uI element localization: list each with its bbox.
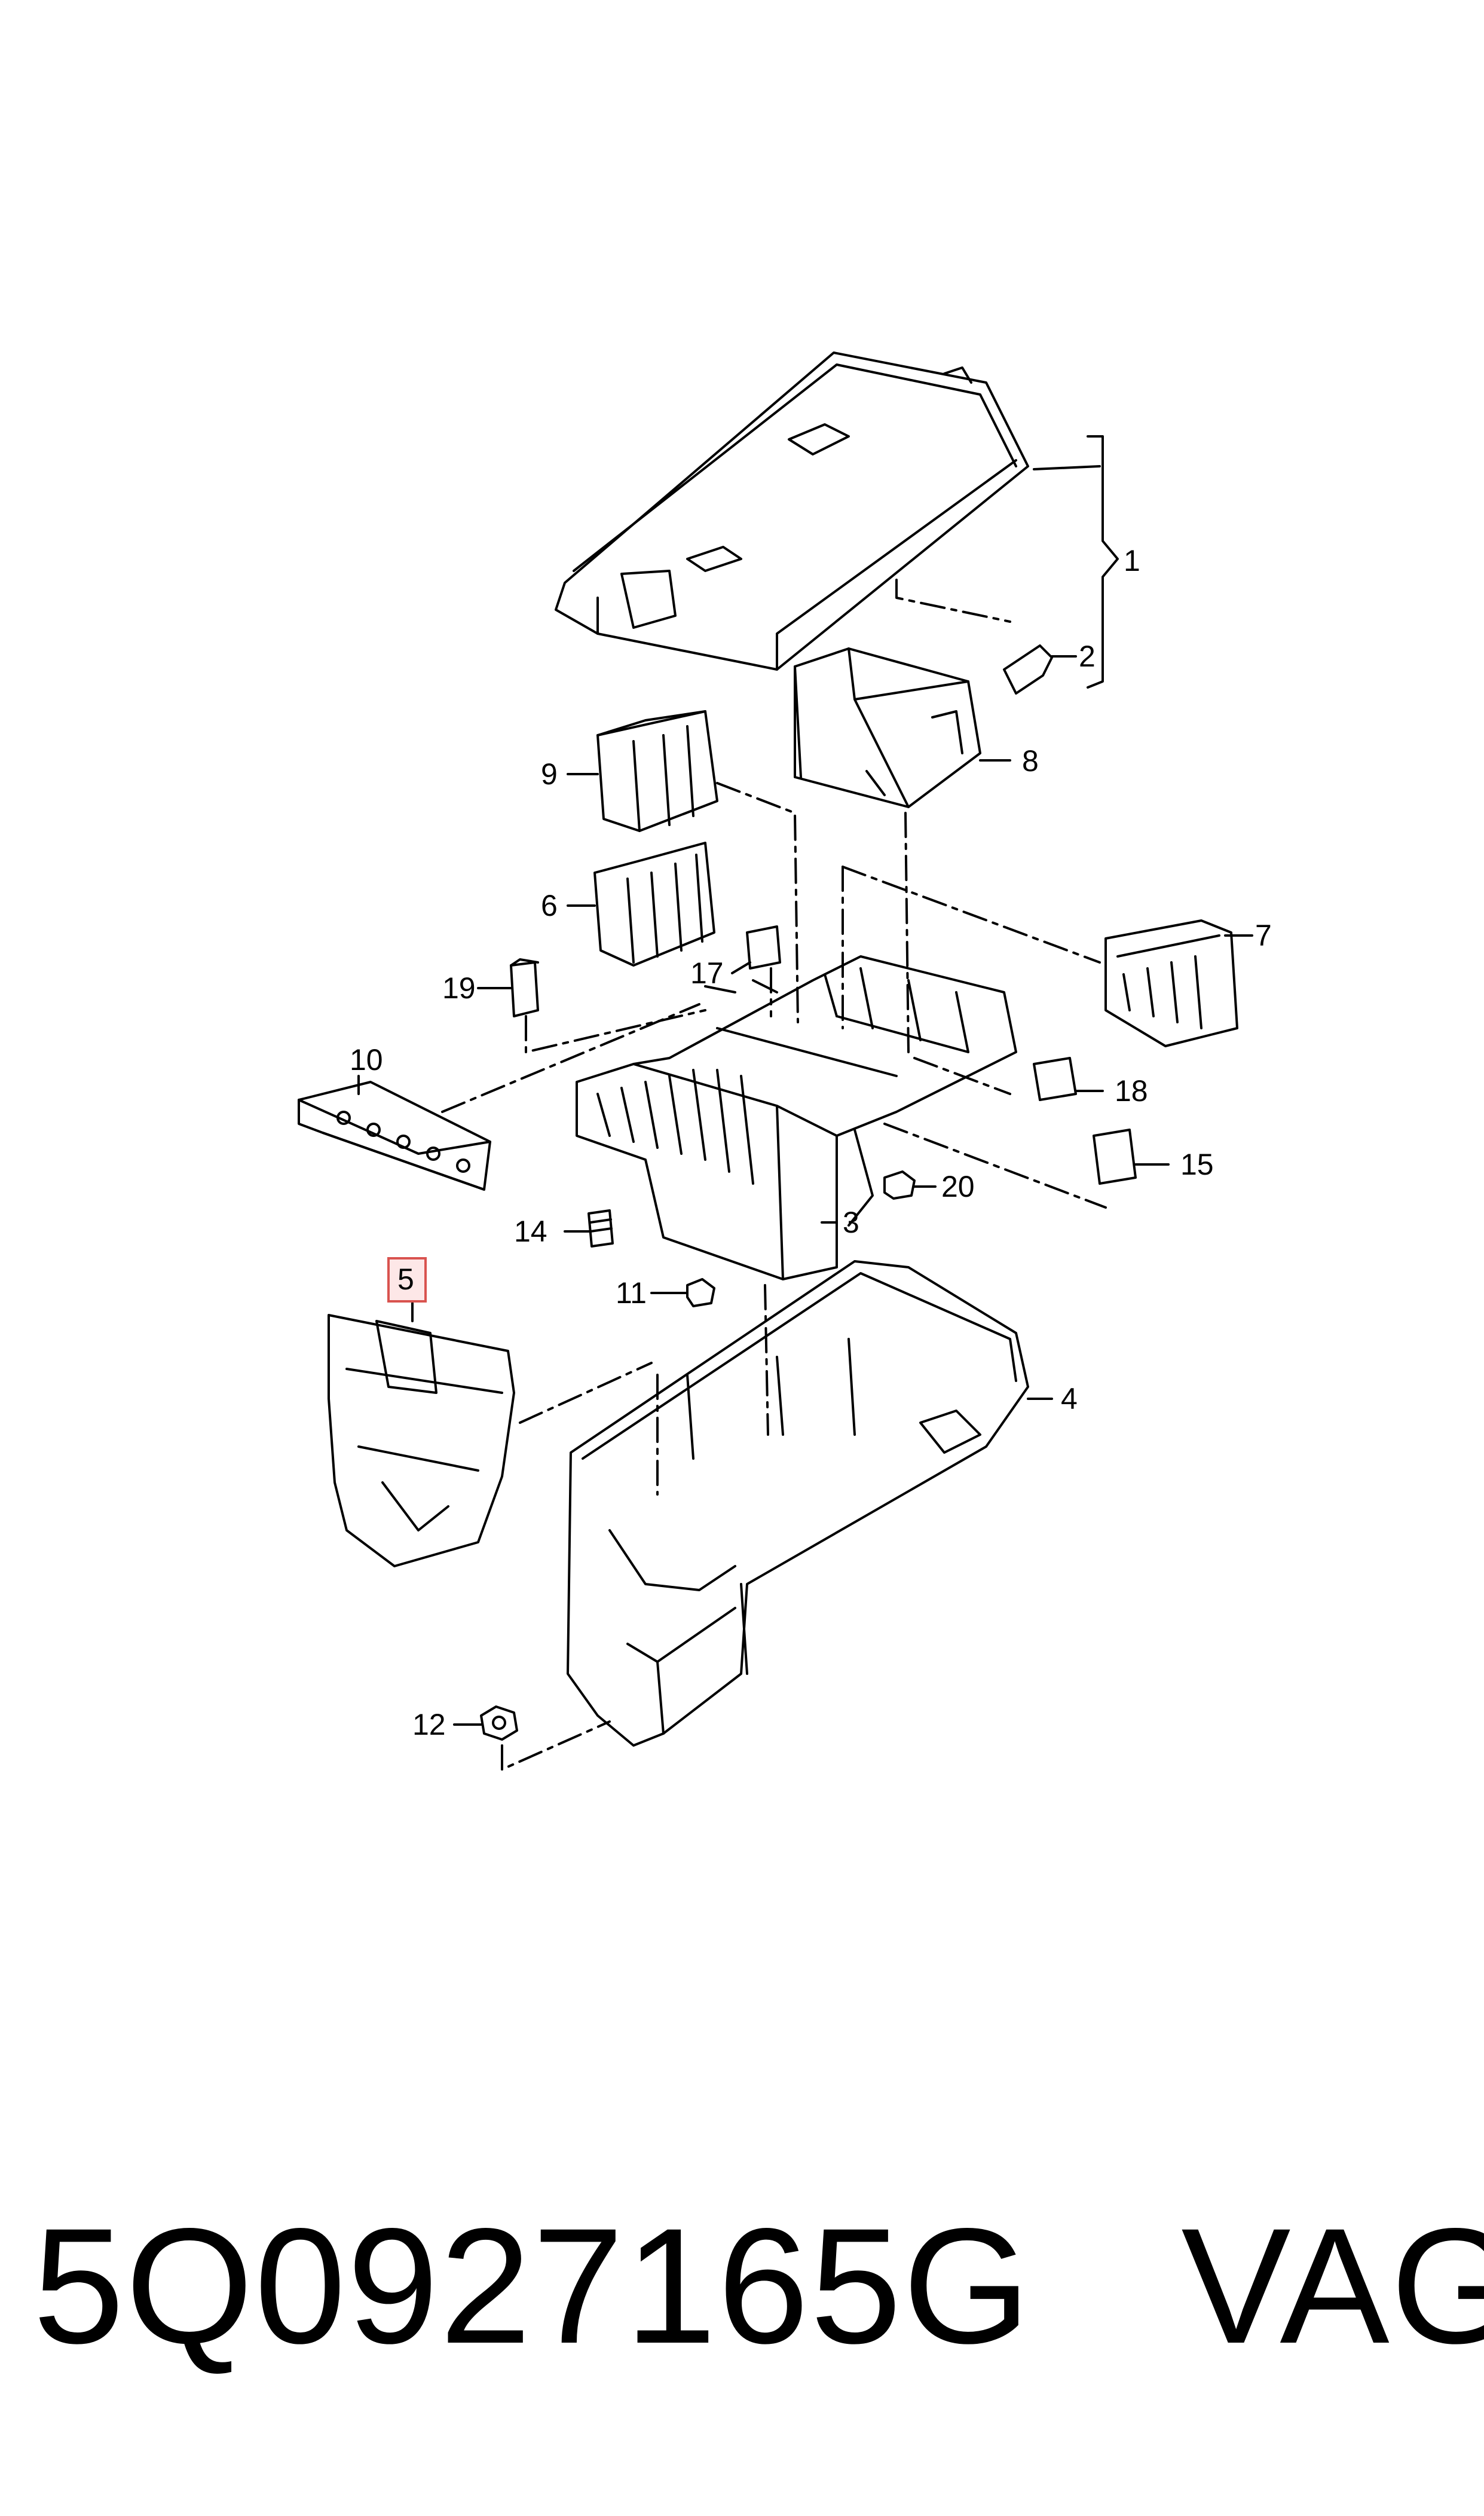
part-14-stud — [588, 1209, 614, 1248]
part-1-cover — [555, 351, 1029, 671]
callout-10: 10 — [350, 1043, 383, 1077]
part-8-relay-carrier — [794, 647, 981, 808]
part-17-fuse — [746, 925, 781, 970]
part-11-nut — [686, 1278, 715, 1307]
callout-3: 3 — [843, 1206, 859, 1239]
part-3-fuse-carrier — [576, 955, 1017, 1280]
callout-4: 4 — [1061, 1382, 1078, 1416]
part-number: 5Q0927165G — [33, 2194, 1032, 2378]
callout-17: 17 — [690, 956, 724, 990]
part-10-fuse-strip — [298, 1081, 491, 1191]
callout-18: 18 — [1115, 1074, 1148, 1108]
part-18-fuse — [1033, 1057, 1077, 1101]
callout-5: 5 — [397, 1262, 414, 1296]
part-19-relay — [510, 958, 539, 1017]
callout-5-highlight — [387, 1257, 427, 1303]
callout-20: 20 — [941, 1170, 975, 1203]
part-12-nut — [480, 1705, 518, 1741]
callout-19: 19 — [442, 971, 476, 1005]
assembly-lines — [656, 782, 1101, 1496]
callout-1: 1 — [1124, 544, 1140, 577]
leader-lines — [357, 655, 1253, 1726]
callout-12: 12 — [412, 1708, 446, 1741]
callout-7: 7 — [1255, 919, 1272, 952]
brand-name: VAG — [1181, 2194, 1484, 2378]
part-20-nut — [883, 1170, 916, 1200]
callout-15: 15 — [1180, 1148, 1214, 1181]
part-7-fuse-holder — [1104, 919, 1238, 1047]
part-5-bracket — [328, 1314, 515, 1567]
part-number-footer: 5Q0927165G VAG — [33, 2188, 1484, 2385]
part-6-fuse-holder — [593, 842, 715, 967]
callout-11: 11 — [616, 1276, 647, 1310]
part-4-lower-housing — [567, 1260, 1029, 1747]
callout-9: 9 — [541, 757, 558, 791]
callout-labels: 1 2 8 9 6 7 19 17 10 18 15 20 14 3 11 4 … — [350, 544, 1272, 1741]
callout-14: 14 — [514, 1215, 547, 1248]
part-9-fuse-holder — [596, 710, 718, 832]
part-2-clip — [1003, 644, 1053, 695]
part-15-relay — [1093, 1129, 1137, 1185]
exploded-parts-diagram: 1 2 8 9 6 7 19 17 10 18 15 20 14 3 11 4 … — [298, 351, 1272, 1771]
callout-6: 6 — [541, 889, 558, 922]
callout-8: 8 — [1022, 744, 1039, 778]
callout-1-bracket — [1087, 435, 1119, 689]
callout-2: 2 — [1079, 640, 1096, 673]
